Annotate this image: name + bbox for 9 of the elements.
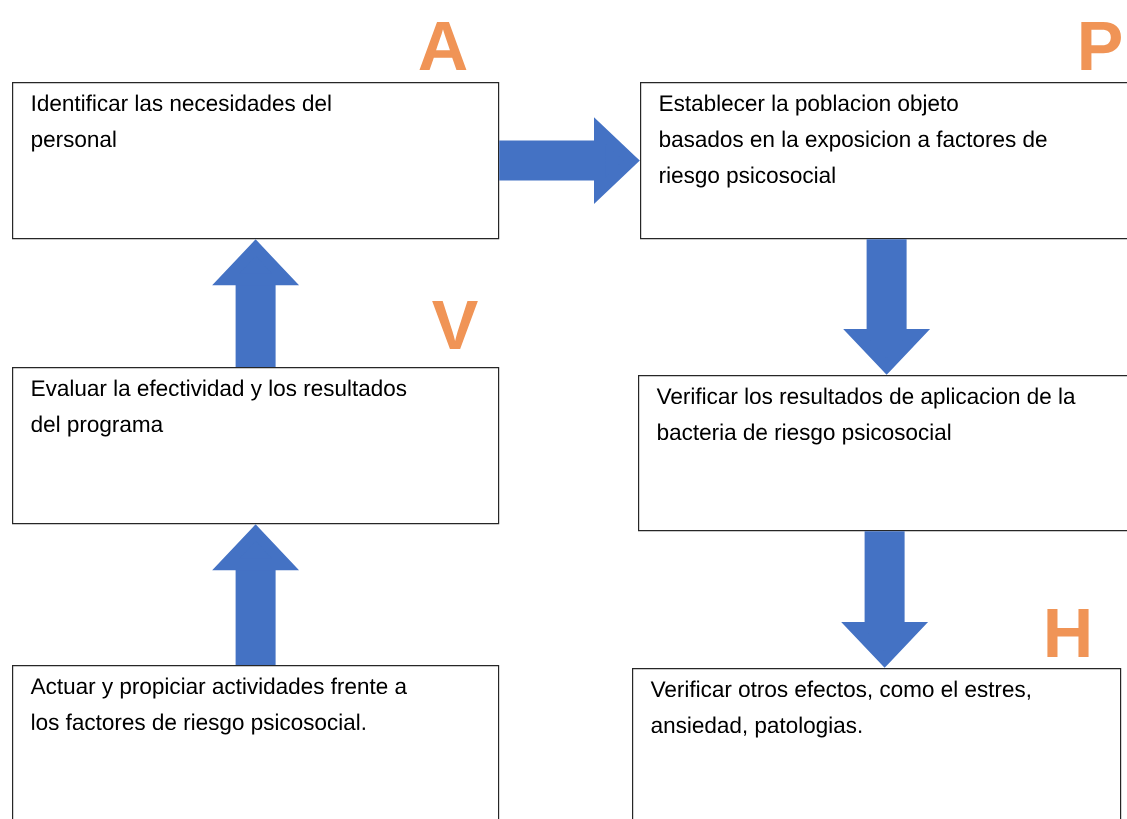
stage-letter: V — [432, 300, 478, 350]
stage-letter: H — [1047, 608, 1089, 658]
process-box: Identificar las necesidades del personal — [12, 82, 500, 240]
process-box: Verificar otros efectos, como el estres, ansiedad, patologias. — [632, 668, 1122, 819]
process-box: Verificar los resultados de aplicacion de la bacteria de riesgo psicosocial — [638, 375, 1127, 532]
process-box: Actuar y propiciar actividades frente a los factores de riesgo psicosocial. — [12, 665, 500, 819]
stage-letter: A — [419, 21, 467, 71]
process-box: Establecer la poblacion objeto basados en la exposicion a factores de riesgo psicosocial — [640, 82, 1127, 240]
process-box: Evaluar la efectividad y los resultados del programa — [12, 367, 500, 525]
